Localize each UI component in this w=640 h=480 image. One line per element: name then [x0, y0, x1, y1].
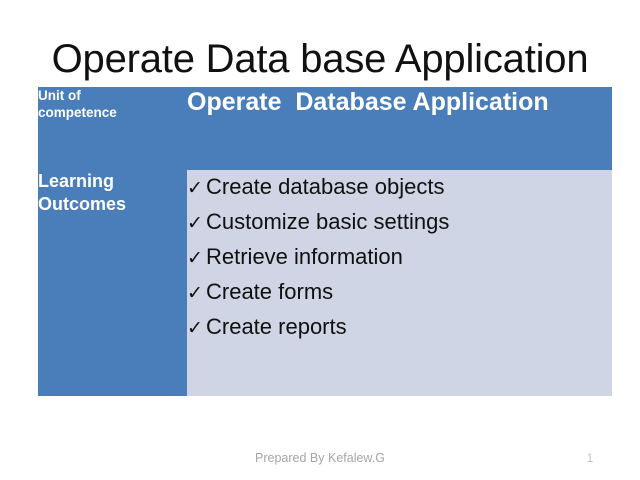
checkmark-icon: ✓	[187, 283, 203, 304]
footer-prepared-by: Prepared By Kefalew.G	[255, 451, 385, 465]
list-item: ✓ Create database objects	[187, 170, 612, 205]
page-title: Operate Data base Application	[51, 37, 589, 81]
checkmark-icon: ✓	[187, 248, 203, 269]
unit-of-competence-label: Unit of competence	[38, 87, 187, 170]
list-item-label: Create forms	[206, 279, 334, 304]
list-item: ✓ Create reports	[187, 310, 612, 345]
list-item-label: Create reports	[206, 314, 347, 339]
list-item: ✓ Create forms	[187, 275, 612, 310]
checkmark-icon: ✓	[187, 213, 203, 234]
competence-table: Unit of competence Operate Database Appl…	[38, 87, 612, 396]
list-item-label: Customize basic settings	[206, 209, 450, 234]
learning-outcomes-label: Learning Outcomes	[38, 170, 187, 396]
list-item-label: Retrieve information	[206, 244, 403, 269]
checkmark-icon: ✓	[187, 318, 203, 339]
list-item: ✓ Retrieve information	[187, 240, 612, 275]
list-item: ✓ Customize basic settings	[187, 205, 612, 240]
list-item-label: Create database objects	[206, 174, 445, 199]
table-row: Unit of competence Operate Database Appl…	[38, 87, 612, 170]
learning-outcomes-list: ✓ Create database objects ✓ Customize ba…	[187, 170, 612, 345]
footer-page-number: 1	[586, 453, 594, 465]
table-row: Learning Outcomes ✓ Create database obje…	[38, 170, 612, 396]
learning-outcomes-value: ✓ Create database objects ✓ Customize ba…	[187, 170, 612, 396]
unit-of-competence-value: Operate Database Application	[187, 87, 612, 170]
checkmark-icon: ✓	[187, 178, 203, 199]
